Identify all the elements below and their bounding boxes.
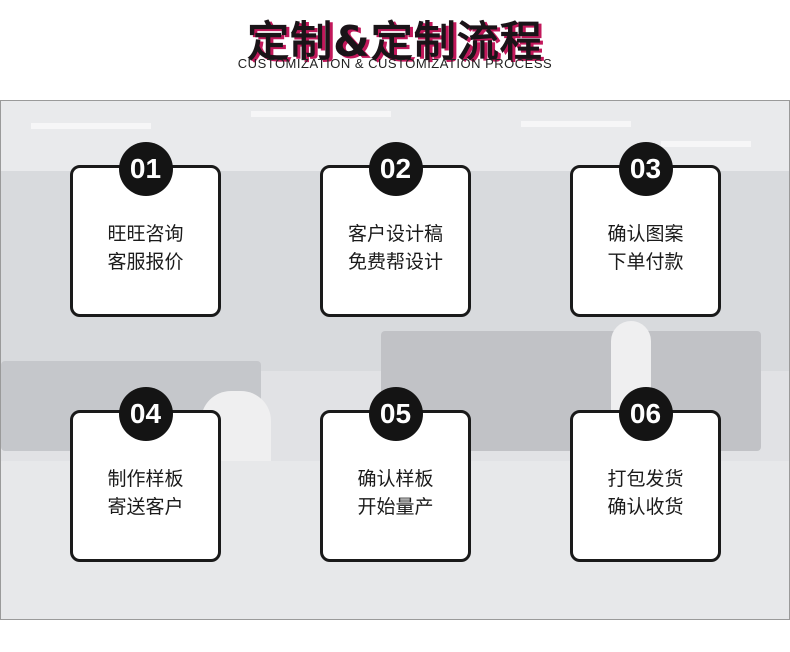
step-card-03: 03 确认图案 下单付款 [570, 142, 721, 317]
step-text-line: 确认收货 [607, 496, 684, 518]
step-card-05: 05 确认样板 开始量产 [320, 387, 471, 562]
page-subtitle: CUSTOMIZATION & CUSTOMIZATION PROCESS [237, 56, 553, 71]
step-text-line: 客服报价 [107, 251, 184, 273]
step-card-04: 04 制作样板 寄送客户 [70, 387, 221, 562]
step-number-badge: 05 [368, 387, 423, 441]
process-panel: 01 旺旺咨询 客服报价 02 客户设计稿 免费帮设计 03 确认图案 下单付款… [0, 100, 790, 620]
step-text-line: 打包发货 [607, 468, 684, 490]
step-text-line: 免费帮设计 [347, 251, 443, 273]
step-text-line: 确认图案 [607, 223, 684, 245]
step-text-line: 旺旺咨询 [107, 223, 184, 245]
step-card-06: 06 打包发货 确认收货 [570, 387, 721, 562]
step-card-02: 02 客户设计稿 免费帮设计 [320, 142, 471, 317]
step-text-line: 开始量产 [357, 496, 434, 518]
step-text-line: 下单付款 [607, 251, 684, 273]
step-number-badge: 03 [618, 142, 673, 196]
page-title: 定制&定制流程 [247, 17, 543, 66]
step-card-01: 01 旺旺咨询 客服报价 [70, 142, 221, 317]
step-number-badge: 01 [118, 142, 173, 196]
step-number-badge: 06 [618, 387, 673, 441]
step-text-line: 寄送客户 [107, 496, 184, 518]
step-text-line: 确认样板 [357, 468, 434, 490]
step-text-line: 制作样板 [107, 468, 184, 490]
step-number-badge: 02 [368, 142, 423, 196]
step-text-line: 客户设计稿 [347, 223, 443, 245]
step-number-badge: 04 [118, 387, 173, 441]
